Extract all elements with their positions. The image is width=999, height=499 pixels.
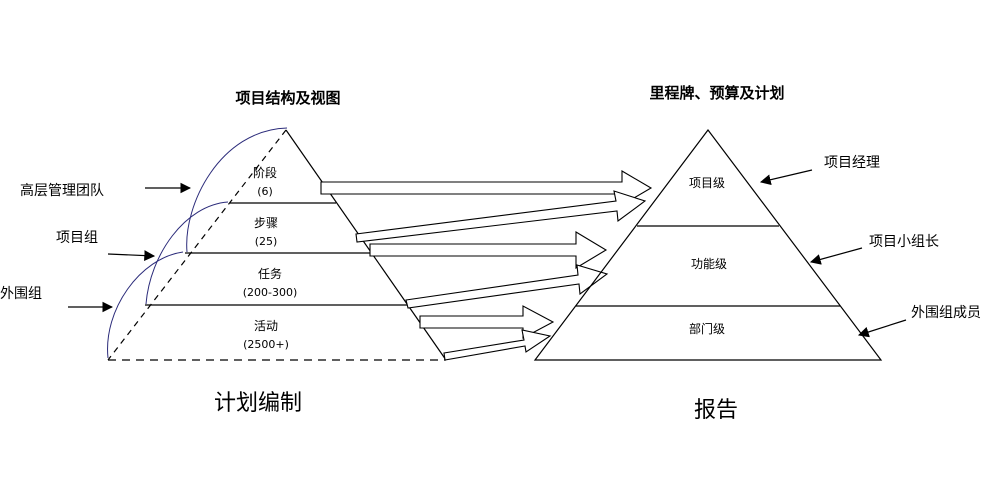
arrow-step-to-function	[369, 231, 608, 269]
right-caption: 报告	[694, 398, 738, 423]
connector-arrows	[320, 170, 653, 361]
label-project-team: 项目组	[56, 230, 98, 246]
arrow-step-to-project	[355, 190, 647, 243]
level-name-task: 任务	[258, 266, 282, 281]
right-pyramid-outline	[533, 129, 883, 361]
level-name-activity: 活动	[254, 319, 278, 333]
arrow-base-to-department	[443, 329, 552, 361]
level-name-phase: 阶段	[253, 165, 277, 180]
level-function: 功能级	[691, 257, 727, 271]
arrow-phase-to-project	[320, 170, 653, 206]
arc-project-team	[145, 201, 229, 305]
arrow-project-team	[107, 250, 156, 261]
label-peripheral-team: 外围组	[0, 286, 42, 302]
level-name-step: 步骤	[254, 216, 278, 230]
arrow-task-to-function	[405, 264, 609, 309]
arc-senior-management	[186, 127, 288, 253]
arc-peripheral-team	[107, 251, 184, 359]
label-peripheral-member: 外围组成员	[911, 305, 981, 321]
label-senior-management: 高层管理团队	[20, 182, 104, 199]
left-pyramid-right-edge	[285, 129, 447, 361]
level-project: 项目级	[689, 176, 725, 190]
level-count-step: (25)	[255, 235, 278, 248]
level-count-task: (200-300)	[243, 286, 298, 299]
label-project-manager: 项目经理	[824, 155, 880, 171]
left-title: 项目结构及视图	[235, 89, 340, 107]
arrow-activity-to-department	[419, 305, 555, 339]
label-team-lead: 项目小组长	[869, 234, 939, 250]
left-caption: 计划编制	[214, 391, 302, 416]
left-pyramid-left-edge	[107, 129, 287, 361]
arrow-team-lead	[809, 247, 863, 265]
level-count-activity: (2500+)	[243, 338, 289, 351]
arrow-peripheral-member	[857, 319, 907, 338]
right-pyramid	[533, 129, 883, 361]
left-pyramid	[107, 129, 447, 361]
right-title: 里程牌、预算及计划	[649, 84, 784, 102]
level-count-phase: (6)	[257, 185, 273, 198]
arrow-project-manager	[759, 169, 813, 186]
level-department: 部门级	[689, 321, 725, 336]
